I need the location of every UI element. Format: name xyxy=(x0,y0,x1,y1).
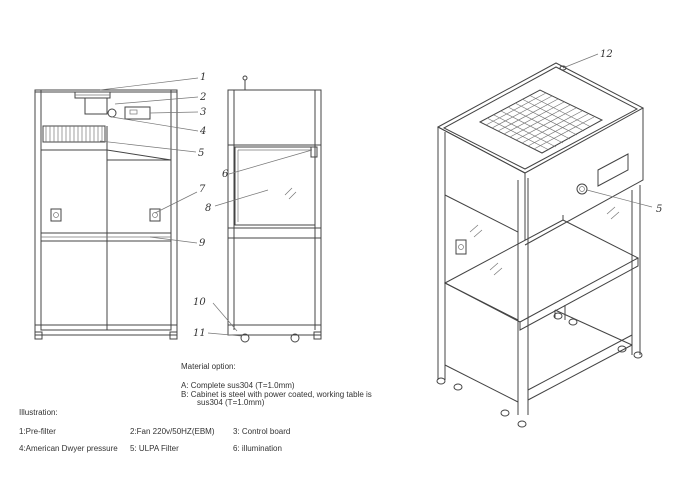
illustration-item: 6: illumination xyxy=(233,444,282,453)
callout-9: 9 xyxy=(199,238,206,249)
callout-7: 7 xyxy=(199,184,206,195)
material-option-b-line2: sus304 (T=1.0mm) xyxy=(197,398,265,407)
callout-1: 1 xyxy=(200,72,206,83)
material-option-b-line1: B: Cabinet is steel with power coated, w… xyxy=(181,390,372,399)
callout-5: 5 xyxy=(198,148,204,159)
front-view-leaders xyxy=(99,77,199,244)
illustration-item: 2:Fan 220v/50HZ(EBM) xyxy=(130,427,215,436)
illustration-item: 5: ULPA Filter xyxy=(130,444,179,453)
illustration-title: Illustration: xyxy=(19,408,58,417)
callout-10: 10 xyxy=(193,297,206,308)
isometric-view xyxy=(436,62,645,428)
side-view xyxy=(227,75,322,343)
callout-4: 4 xyxy=(199,126,206,137)
callout-2: 2 xyxy=(199,92,206,103)
callout-8: 8 xyxy=(205,203,211,214)
callout-6: 6 xyxy=(222,169,229,180)
material-option-title: Material option: xyxy=(181,362,236,371)
isometric-leaders xyxy=(562,53,653,208)
callout-12: 12 xyxy=(600,49,613,60)
side-view-leaders xyxy=(207,149,313,337)
callout-5-isometric: 5 xyxy=(656,204,662,215)
front-view xyxy=(34,89,178,340)
callout-3: 3 xyxy=(200,107,206,118)
illustration-item: 4:American Dwyer pressure xyxy=(19,444,118,453)
material-option-a: A: Complete sus304 (T=1.0mm) xyxy=(181,381,295,390)
callout-11: 11 xyxy=(193,328,206,339)
illustration-item: 1:Pre-filter xyxy=(19,427,56,436)
illustration-item: 3: Control board xyxy=(233,427,291,436)
